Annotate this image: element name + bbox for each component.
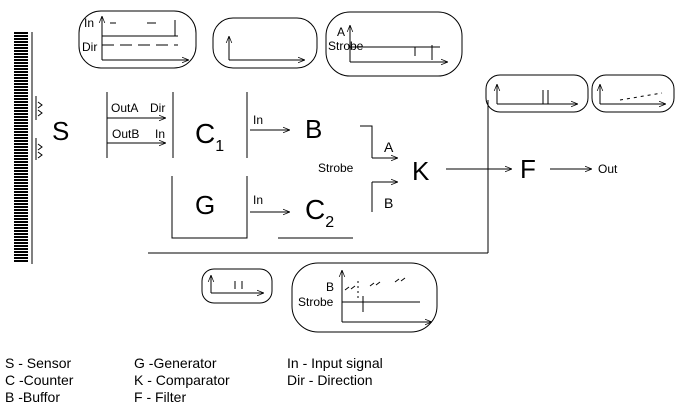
a-label: A — [384, 139, 394, 155]
inset-ramp — [591, 74, 675, 113]
comparator-inputs — [360, 125, 398, 212]
dir-label: Dir — [150, 101, 165, 115]
generator-label: G — [195, 190, 215, 220]
legend-filter: F - Filter — [134, 389, 187, 405]
legend-buffer: B -Buffor — [5, 389, 60, 405]
sensor-output-lines — [106, 92, 174, 158]
generator-frame — [171, 176, 248, 239]
out-b-label: OutB — [112, 127, 139, 141]
inset-strobe-label: Strobe — [328, 39, 364, 53]
inset-strobe-label-2: Strobe — [298, 295, 334, 309]
sensor-label: S — [52, 116, 69, 146]
legend-direction: Dir - Direction — [287, 372, 373, 388]
inset-pulses — [485, 74, 589, 113]
inset-bottom-pulses — [201, 268, 273, 304]
counter1-label: C1 — [195, 118, 224, 155]
inset-b-strobe: B Strobe — [291, 262, 438, 333]
buffer-label: B — [305, 114, 322, 144]
encoder-strip — [14, 32, 43, 264]
divider-lines — [148, 100, 489, 254]
in-label-buffer: In — [253, 113, 263, 127]
inset-in-label: In — [84, 16, 94, 30]
inset-a-strobe: A Strobe — [325, 11, 463, 77]
in-label-counter1: In — [155, 127, 165, 141]
legend-col-3: In - Input signal Dir - Direction — [287, 355, 383, 389]
comparator-label: K — [412, 156, 430, 186]
legend-col-1: S - Sensor C -Counter B -Buffor — [5, 355, 73, 406]
legend-generator: G -Generator — [134, 355, 217, 371]
strobe-label: Strobe — [318, 161, 354, 175]
legend-input-signal: In - Input signal — [287, 355, 383, 371]
filter-label: F — [520, 154, 536, 184]
legend-comparator: K - Comparator — [134, 372, 230, 388]
legend-sensor: S - Sensor — [5, 355, 72, 371]
inset-dir-label: Dir — [82, 40, 97, 54]
inset-a-label: A — [337, 25, 345, 39]
b-label: B — [384, 195, 393, 211]
legend-col-2: G -Generator K - Comparator F - Filter — [134, 355, 230, 406]
in-label-counter2: In — [253, 193, 263, 207]
inset-in-dir: In Dir — [78, 10, 197, 69]
legend-counter: C -Counter — [5, 372, 74, 388]
inset-blank-axes — [212, 17, 318, 69]
inset-b-label: B — [326, 280, 334, 294]
counter2-label: C2 — [305, 194, 334, 231]
out-a-label: OutA — [111, 101, 138, 115]
out-label: Out — [598, 162, 618, 176]
